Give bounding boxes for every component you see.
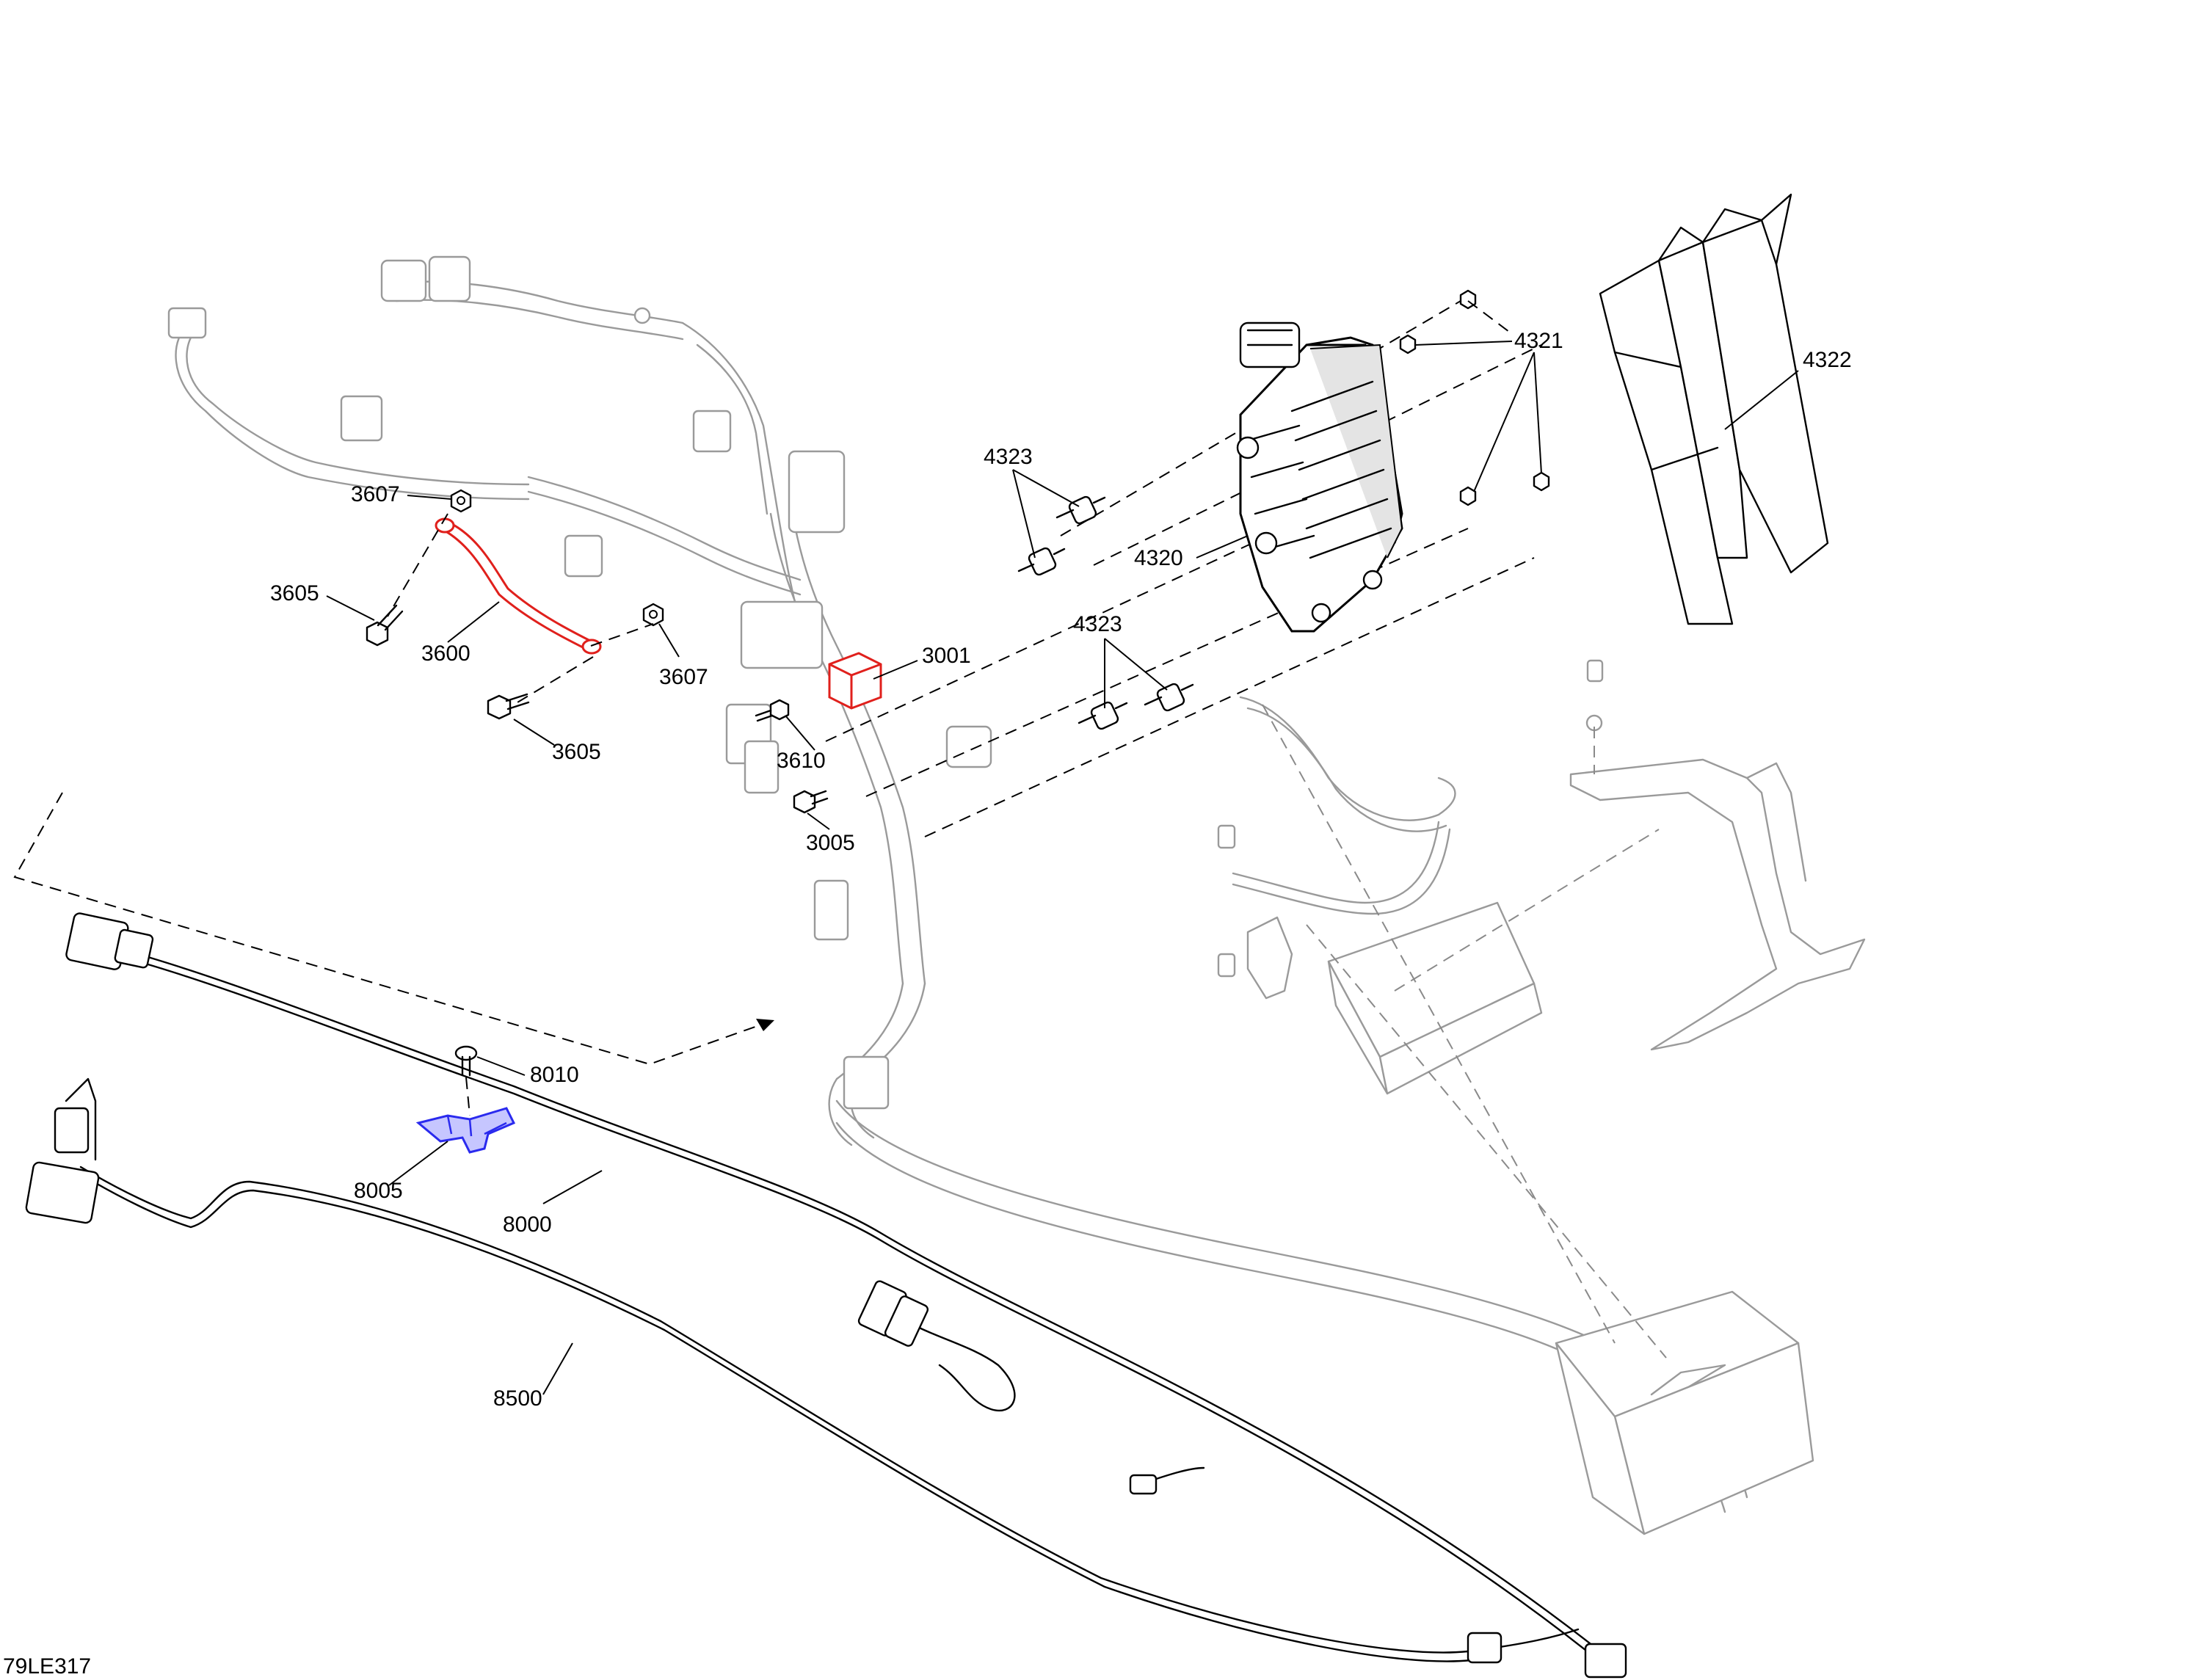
standoff-4323-lower-a <box>1078 701 1128 730</box>
nut-4321-c <box>1459 486 1477 506</box>
callout-3605-lower: 3605 <box>552 740 601 764</box>
callout-3607-upper: 3607 <box>351 482 400 506</box>
heat-shield-4322 <box>1599 193 1829 625</box>
diagram-reference-code: 79LE317 <box>3 1654 91 1679</box>
accessory-harness-8000 <box>65 912 1627 1679</box>
callout-4323-upper: 4323 <box>984 445 1033 469</box>
nut-4321-b <box>1399 334 1417 354</box>
callout-3610: 3610 <box>777 749 826 773</box>
main-wiring-harness <box>167 255 1748 1513</box>
relay-3001 <box>828 652 882 710</box>
clip-8005 <box>415 1107 516 1154</box>
callout-8500: 8500 <box>493 1386 542 1411</box>
bolt-3605-lower <box>487 693 530 720</box>
battery-and-bracket <box>1217 659 1866 1535</box>
callout-8010: 8010 <box>530 1063 579 1087</box>
rivet-8010 <box>454 1045 478 1077</box>
callout-8005: 8005 <box>354 1179 403 1203</box>
nut-4321-d <box>1533 471 1550 492</box>
callout-3607-lower: 3607 <box>659 665 708 689</box>
callout-3600: 3600 <box>421 641 470 666</box>
callout-3005: 3005 <box>806 831 855 855</box>
callout-4323-lower: 4323 <box>1073 612 1122 636</box>
callout-4320: 4320 <box>1134 546 1183 570</box>
screw-3610 <box>755 699 790 722</box>
callout-4322: 4322 <box>1803 348 1852 372</box>
standoff-4323-upper-b <box>1017 547 1066 576</box>
nut-3607-lower <box>642 603 664 627</box>
ground-strap-3600 <box>435 517 602 655</box>
bolt-3005 <box>793 790 829 814</box>
voltage-regulator-4320 <box>1236 321 1403 633</box>
standoff-4323-upper-a <box>1055 495 1106 525</box>
callout-8000: 8000 <box>503 1212 552 1237</box>
nut-3607-upper <box>450 489 472 513</box>
standoff-4323-lower-b <box>1144 683 1194 712</box>
accessory-harness-8500 <box>25 1077 1580 1664</box>
callout-3605-upper: 3605 <box>270 581 319 606</box>
bolt-3605-upper <box>366 604 404 647</box>
callout-3001: 3001 <box>922 644 971 668</box>
callout-4321: 4321 <box>1514 329 1563 353</box>
